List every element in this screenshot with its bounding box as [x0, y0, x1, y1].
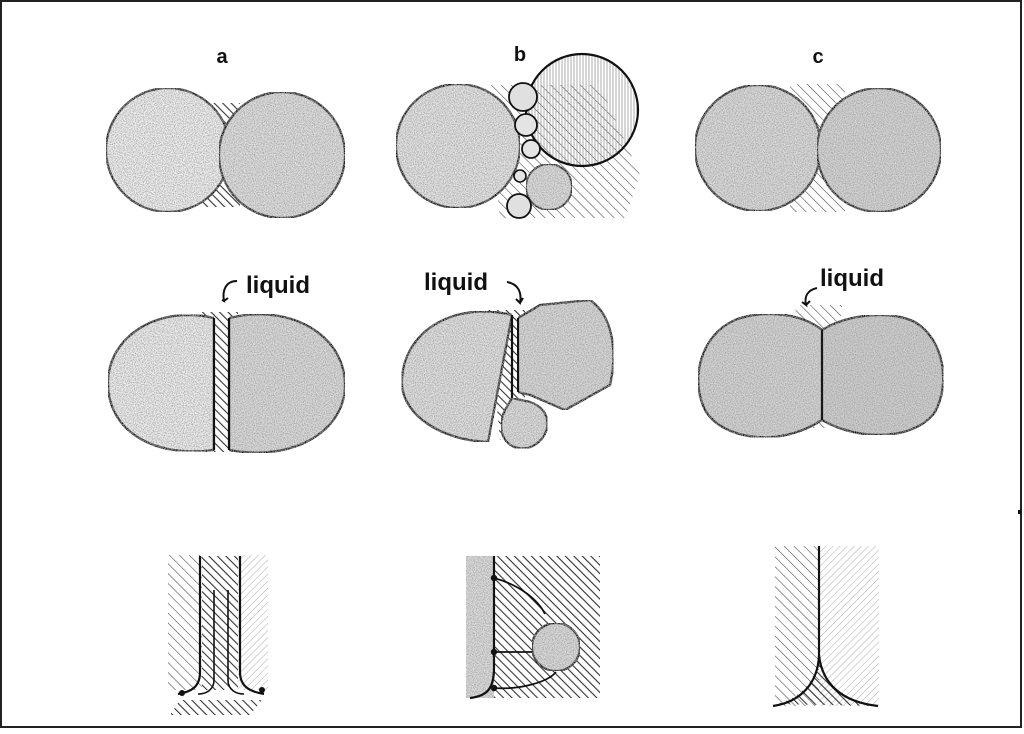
- liquid-label-a: liquid: [246, 272, 310, 299]
- particle-medium: [526, 164, 572, 210]
- neck-detail-b: [466, 556, 600, 698]
- liquid-label-b: liquid: [424, 269, 488, 296]
- particle-left: [402, 311, 512, 442]
- neck-detail-a: [168, 555, 268, 715]
- particle-right: [229, 314, 345, 452]
- arrow-icon: [802, 288, 817, 305]
- particle-right: [219, 92, 345, 218]
- junction-dot: [491, 685, 497, 691]
- particle-small: [514, 170, 526, 182]
- base-hatch: [170, 700, 262, 715]
- particle-small: [509, 83, 537, 111]
- grain-left: [168, 555, 202, 690]
- particles-c-initial: [695, 84, 941, 212]
- arrow-icon: [222, 281, 237, 301]
- particle-small: [532, 623, 580, 671]
- particle-right: [822, 315, 943, 435]
- particles-c-liquid: [698, 305, 943, 437]
- arrow-icon: [507, 282, 523, 303]
- particle-left: [698, 314, 822, 437]
- column-label-b: b: [514, 44, 526, 66]
- neck-detail-c: [773, 546, 879, 706]
- particle-small: [507, 194, 531, 218]
- particle-right: [518, 300, 613, 410]
- liquid-channel: [202, 556, 238, 690]
- particle-large-left: [396, 84, 520, 208]
- particles-a-liquid: [108, 312, 345, 453]
- particle-large-right: [526, 54, 638, 166]
- liquid-label-c: liquid: [820, 265, 884, 292]
- particle-left: [695, 85, 821, 211]
- particle-left: [108, 315, 214, 451]
- column-label-c: c: [812, 46, 823, 68]
- particle-small: [522, 140, 540, 158]
- particle-left: [106, 88, 230, 212]
- particle-right: [817, 88, 941, 212]
- speck: [1018, 510, 1021, 514]
- particles-a-initial: [106, 88, 345, 218]
- junction-dot: [179, 690, 185, 696]
- grain-right: [238, 555, 268, 690]
- junction-dot: [491, 649, 497, 655]
- junction-dot: [259, 687, 265, 693]
- particle-small: [501, 398, 547, 448]
- junction-dot: [491, 575, 497, 581]
- particles-b-liquid: [402, 300, 613, 448]
- column-label-a: a: [216, 46, 228, 68]
- grain-left: [466, 556, 494, 698]
- particle-small: [515, 114, 537, 136]
- particles-b-initial: [396, 54, 640, 218]
